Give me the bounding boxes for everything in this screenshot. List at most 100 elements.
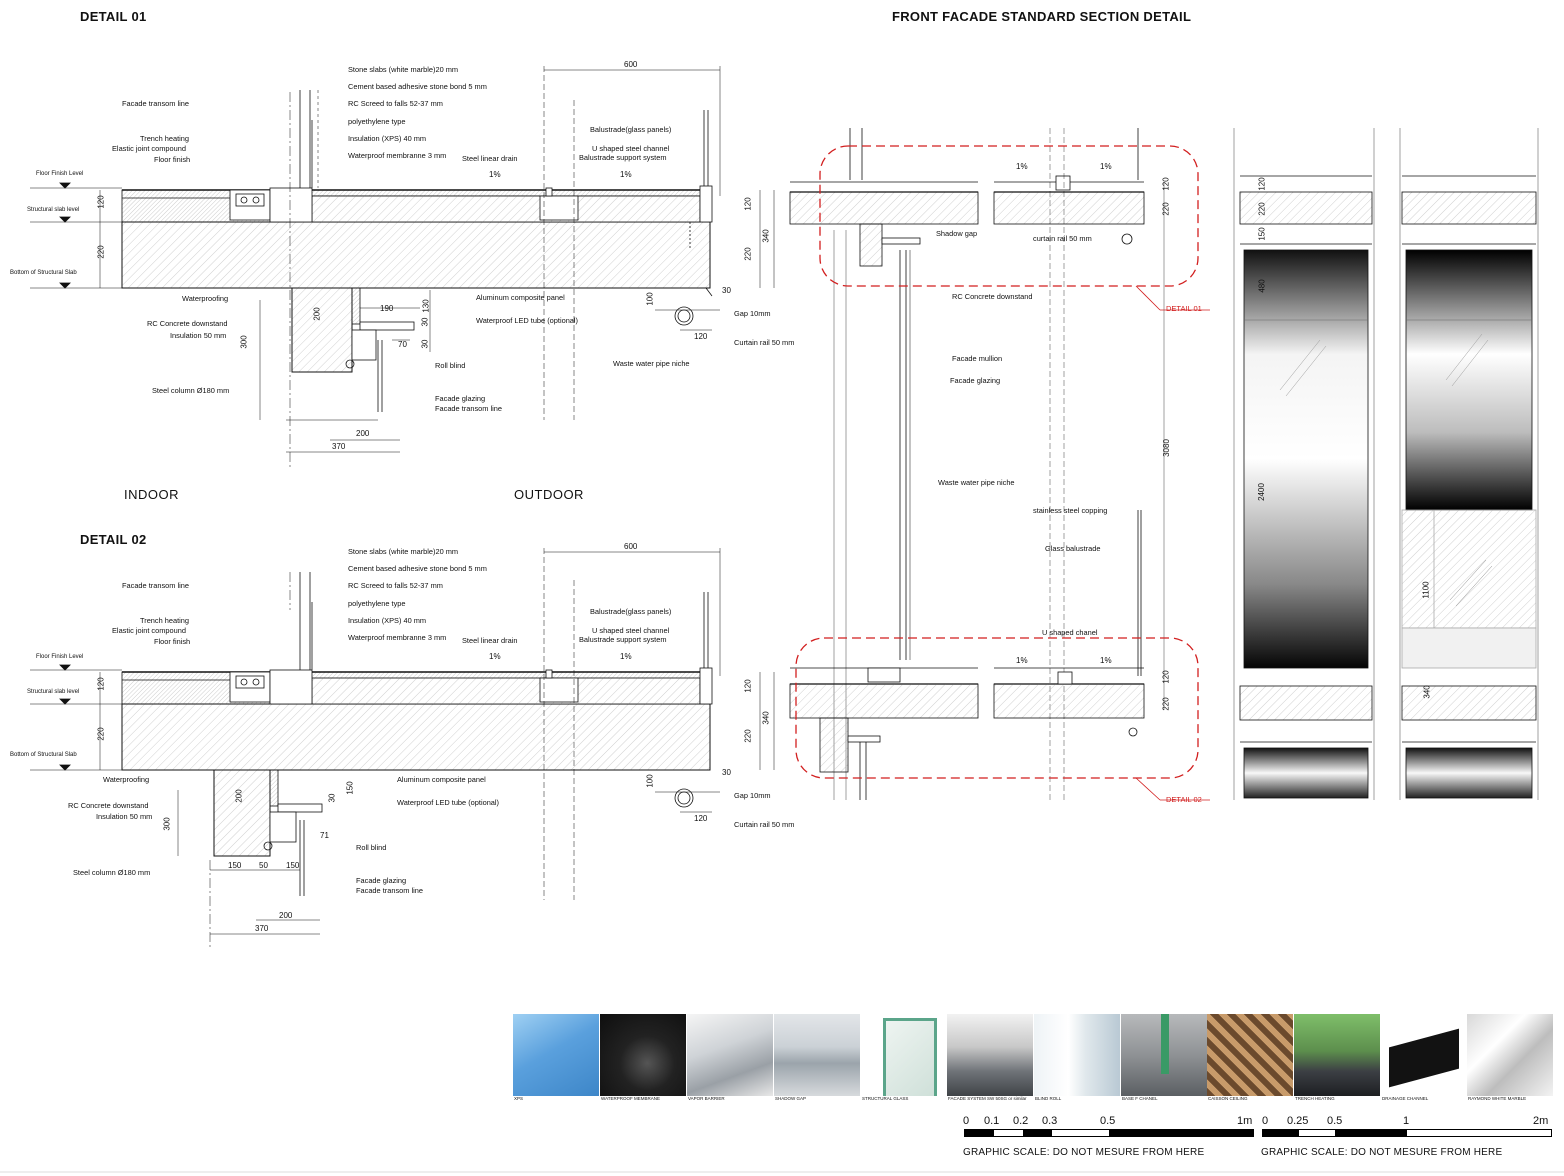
d1-dim-7: 220 [743,247,753,261]
d1-dim-10: 30 [420,339,430,349]
d1-dim-17: 100 [645,292,655,306]
material-name-4: STRUCTURAL GLASS [862,1096,909,1101]
d1-dim-12: 70 [398,340,407,349]
base-channel-swatch [1121,1014,1207,1096]
d2-dim-15: 150 [286,861,300,870]
scale2-note: GRAPHIC SCALE: DO NOT MESURE FROM HERE [1261,1147,1503,1158]
d2-dim-19: 30 [722,768,731,777]
material-name-10: DRAINAGE CHANNEL [1382,1096,1429,1101]
d1-dim-0: 600 [624,60,638,69]
channel-post-icon [1161,1014,1169,1074]
d1-right-3: Steel linear drain [462,154,518,163]
sec-label-3: Facade mullion [952,354,1003,363]
scale1-segment [965,1130,994,1136]
d2-level-1: Structural slab level [27,689,80,695]
section-drawing [789,128,1210,801]
d2-dim-13: 150 [228,861,242,870]
d1-level-2: Bottom of Structural Slab [10,270,77,276]
d1-left-2: Elastic joint compound [112,144,186,153]
vapor-swatch [687,1014,773,1096]
material-name-11: RAYMOND WHITE MARBLE [1468,1096,1527,1101]
sec-label-4: Facade glazing [950,376,1001,385]
d2-right-9: Gap 10mm [734,791,771,800]
caisson-swatch [1207,1014,1293,1096]
detail01-heading: DETAIL 01 [80,9,147,24]
d1-stack-4: Insulation (XPS) 40 mm [348,134,427,143]
d1-right-7: Facade glazing [435,394,486,403]
d1-right-8: Facade transom line [435,404,502,413]
d2-dim-16: 200 [279,911,293,920]
d1-level-1: Structural slab level [27,207,80,213]
d2-right-10: Curtain rail 50 mm [734,820,795,829]
scale1-bar [964,1129,1254,1137]
drainage-swatch [1381,1014,1467,1096]
d2-right-1: U shaped steel channel [592,626,670,635]
material-name-5: FACADE SYSTEM SW 50SG or similar [948,1096,1027,1101]
d2-left-0: Facade transom line [122,581,189,590]
d1-stack-3: polyethylene type [348,117,406,126]
d1-dim-11: 200 [312,307,322,321]
d2-dim-5: 340 [761,711,771,725]
d2-left-5: RC Concrete downstand [68,801,149,810]
d2-left-6: Insulation 50 mm [96,812,153,821]
d1-left-5: RC Concrete downstand [147,319,228,328]
detail02-heading: DETAIL 02 [80,532,147,547]
d2-stack-1: Cement based adhesive stone bond 5 mm [348,564,487,573]
d1-stack-2: RC Screed to falls 52-37 mm [348,99,443,108]
d2-right-0: Balustrade(glass panels) [590,607,672,616]
d1-left-3: Floor finish [154,155,191,164]
detail01-callout-tag: DETAIL 01 [1166,304,1202,313]
elev-dim-1: 220 [1257,202,1267,216]
d1-right-4: Aluminum composite panel [476,293,565,302]
d2-left-3: Floor finish [154,637,191,646]
d2-stack-0: Stone slabs (white marble)20 mm [348,547,459,556]
d1-dim-13: 30 [420,317,430,327]
sec-dim-8: 220 [1161,697,1171,711]
sec-dim-0: 1% [1016,162,1028,171]
d2-left-4: Waterproofing [103,775,150,784]
elevation-drawing [1233,128,1539,800]
detail01-drawing [30,66,775,470]
drain-channel-icon [1389,1028,1459,1088]
d2-dim-2: 1% [620,652,632,661]
d2-right-6: Roll blind [356,843,387,852]
d1-right-1: U shaped steel channel [592,144,670,153]
indoor-label: INDOOR [124,487,179,502]
scale1-tick-3: 0.3 [1042,1115,1058,1127]
scale2-tick-1: 0.25 [1287,1115,1309,1127]
d2-dim-6: 120 [743,679,753,693]
sec-label-6: stainless steel copping [1033,506,1108,515]
d2-dim-4: 220 [96,727,106,741]
scale1-tick-5: 1m [1237,1115,1253,1127]
d1-dim-1: 1% [489,170,501,179]
d2-dim-20: 120 [694,814,708,823]
d1-dim-18: 30 [722,286,731,295]
sec-label-7: Glass balustrade [1045,544,1101,553]
membrane-swatch [600,1014,686,1096]
sec-dim-5: 1% [1016,656,1028,665]
d1-right-9: Waste water pipe niche [613,359,690,368]
material-name-0: XPS [514,1096,524,1101]
d2-stack-3: polyethylene type [348,599,406,608]
d1-level-0: Floor Finish Level [36,171,84,177]
d1-dim-14: 300 [239,335,249,349]
elev-dim-5: 1100 [1421,581,1431,599]
scale1-tick-1: 0.1 [984,1115,1000,1127]
d2-dim-17: 370 [255,924,269,933]
scale1-note: GRAPHIC SCALE: DO NOT MESURE FROM HERE [963,1147,1205,1158]
d1-dim-3: 120 [96,195,106,209]
d2-dim-9: 30 [327,793,337,803]
d2-right-3: Steel linear drain [462,636,518,645]
sec-label-0: Shadow gap [936,229,978,238]
d1-left-7: Steel column Ø180 mm [152,386,230,395]
sec-dim-6: 1% [1100,656,1112,665]
scale2-bar [1262,1129,1552,1137]
d1-dim-16: 370 [332,442,346,451]
d1-stack-5: Waterproof membranne 3 mm [348,151,447,160]
material-name-3: SHADOW GAP [775,1096,807,1101]
d1-left-4: Waterproofing [182,294,229,303]
scale1-tick-0: 0 [963,1115,970,1127]
d1-right-0: Balustrade(glass panels) [590,125,672,134]
d1-dim-5: 340 [761,229,771,243]
